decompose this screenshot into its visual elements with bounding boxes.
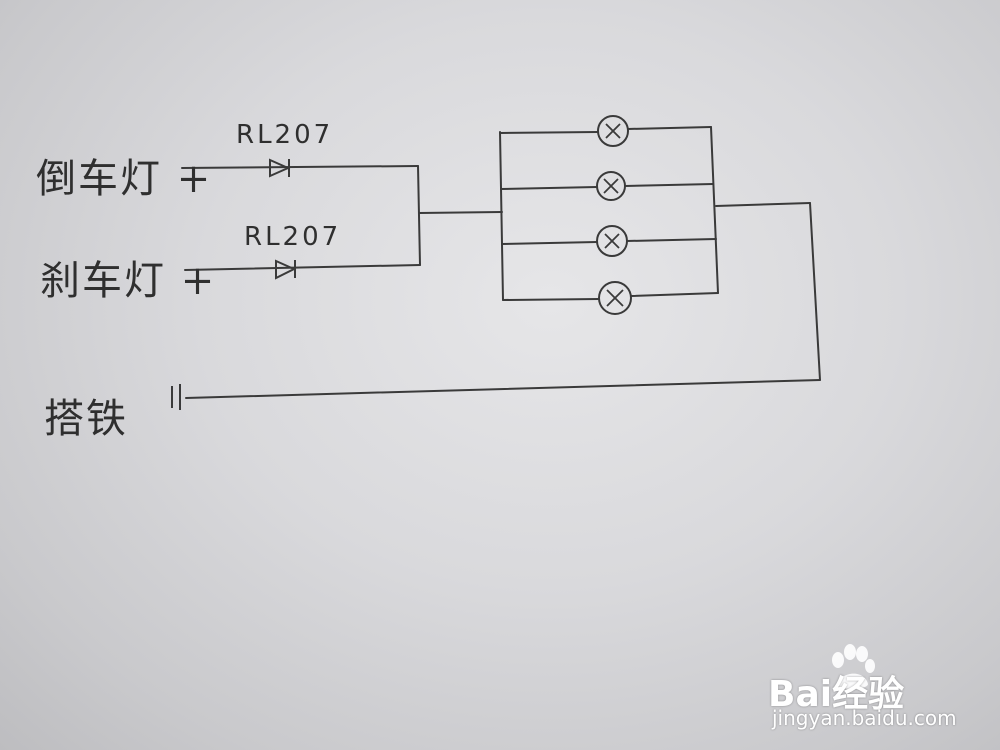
lamp-3: [596, 225, 628, 257]
junction-wire: [417, 165, 421, 266]
brake-light-wire: [184, 264, 421, 271]
diode-bottom-label: RL207: [244, 222, 342, 252]
lamp-row-4b: [630, 292, 719, 297]
diode-top-symbol: [269, 158, 291, 178]
diode-top-label: RL207: [236, 120, 334, 150]
ground-symbol: [171, 384, 181, 410]
ground-wire: [185, 379, 821, 399]
lamp-right-rail: [710, 126, 719, 294]
link-wire: [418, 211, 503, 214]
lamp-row-2: [500, 186, 598, 190]
watermark-brand: Bai经验: [768, 674, 905, 715]
lamp-4: [598, 281, 632, 315]
ground-label: 搭铁: [44, 396, 128, 442]
lamp-left-rail: [499, 131, 504, 301]
return-wire-1: [715, 202, 811, 207]
lamp-2: [596, 171, 626, 201]
lamp-row-3: [501, 241, 598, 245]
lamp-row-1: [499, 131, 599, 134]
reverse-light-label: 倒车灯 +: [36, 156, 213, 202]
lamp-row-3b: [626, 238, 717, 242]
brake-light-label: 刹车灯 +: [40, 258, 217, 304]
lamp-1: [597, 115, 629, 147]
diode-bottom-symbol: [275, 259, 297, 280]
lamp-row-2b: [624, 183, 714, 187]
lamp-row-1b: [627, 126, 712, 130]
watermark-url: jingyan.baidu.com: [772, 706, 957, 730]
return-wire-2: [809, 202, 821, 381]
reverse-light-wire: [181, 165, 419, 169]
lamp-row-4: [502, 298, 600, 301]
